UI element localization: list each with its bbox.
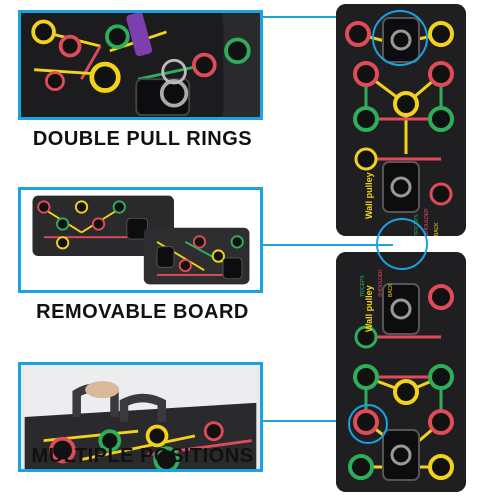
caption-double-pull-rings: DOUBLE PULL RINGS (32, 128, 253, 150)
multiple-positions-photo (18, 362, 263, 472)
board-top-side-label-2: SHOULDER (424, 208, 430, 236)
highlight-ring-position (348, 404, 388, 444)
highlight-ring-hinge (376, 218, 428, 270)
two-boards-illustration (24, 190, 257, 290)
board-bottom-side-label-3: BACK (388, 283, 394, 297)
board-bottom-side-label-1: TRICEPS (360, 275, 366, 297)
double-pull-rings-photo (18, 10, 263, 120)
caption-multiple-positions: MULTIPLE POSITIONS (31, 445, 254, 467)
board-bottom-graphic: Wall pulley TRICEPS SHOULDER BACK (336, 252, 466, 492)
board-bottom-side-label-2: SHOULDER (378, 269, 384, 297)
highlight-ring-pull-ring (372, 10, 428, 66)
board-bottom-wall-pulley-text: Wall pulley (364, 285, 374, 332)
removable-board-photo (18, 187, 263, 293)
caption-removable-board: REMOVABLE BOARD (36, 301, 249, 323)
connector-line-2 (263, 244, 393, 246)
board-top-wall-pulley-text: Wall pulley (364, 172, 374, 219)
pull-ring-closeup (21, 13, 257, 117)
push-up-handles-illustration (24, 365, 257, 469)
connector-line-3 (263, 420, 353, 422)
connector-line-1 (263, 16, 376, 18)
push-up-board-bottom: Wall pulley TRICEPS SHOULDER BACK (336, 252, 466, 492)
board-top-side-label-3: BACK (434, 222, 440, 236)
